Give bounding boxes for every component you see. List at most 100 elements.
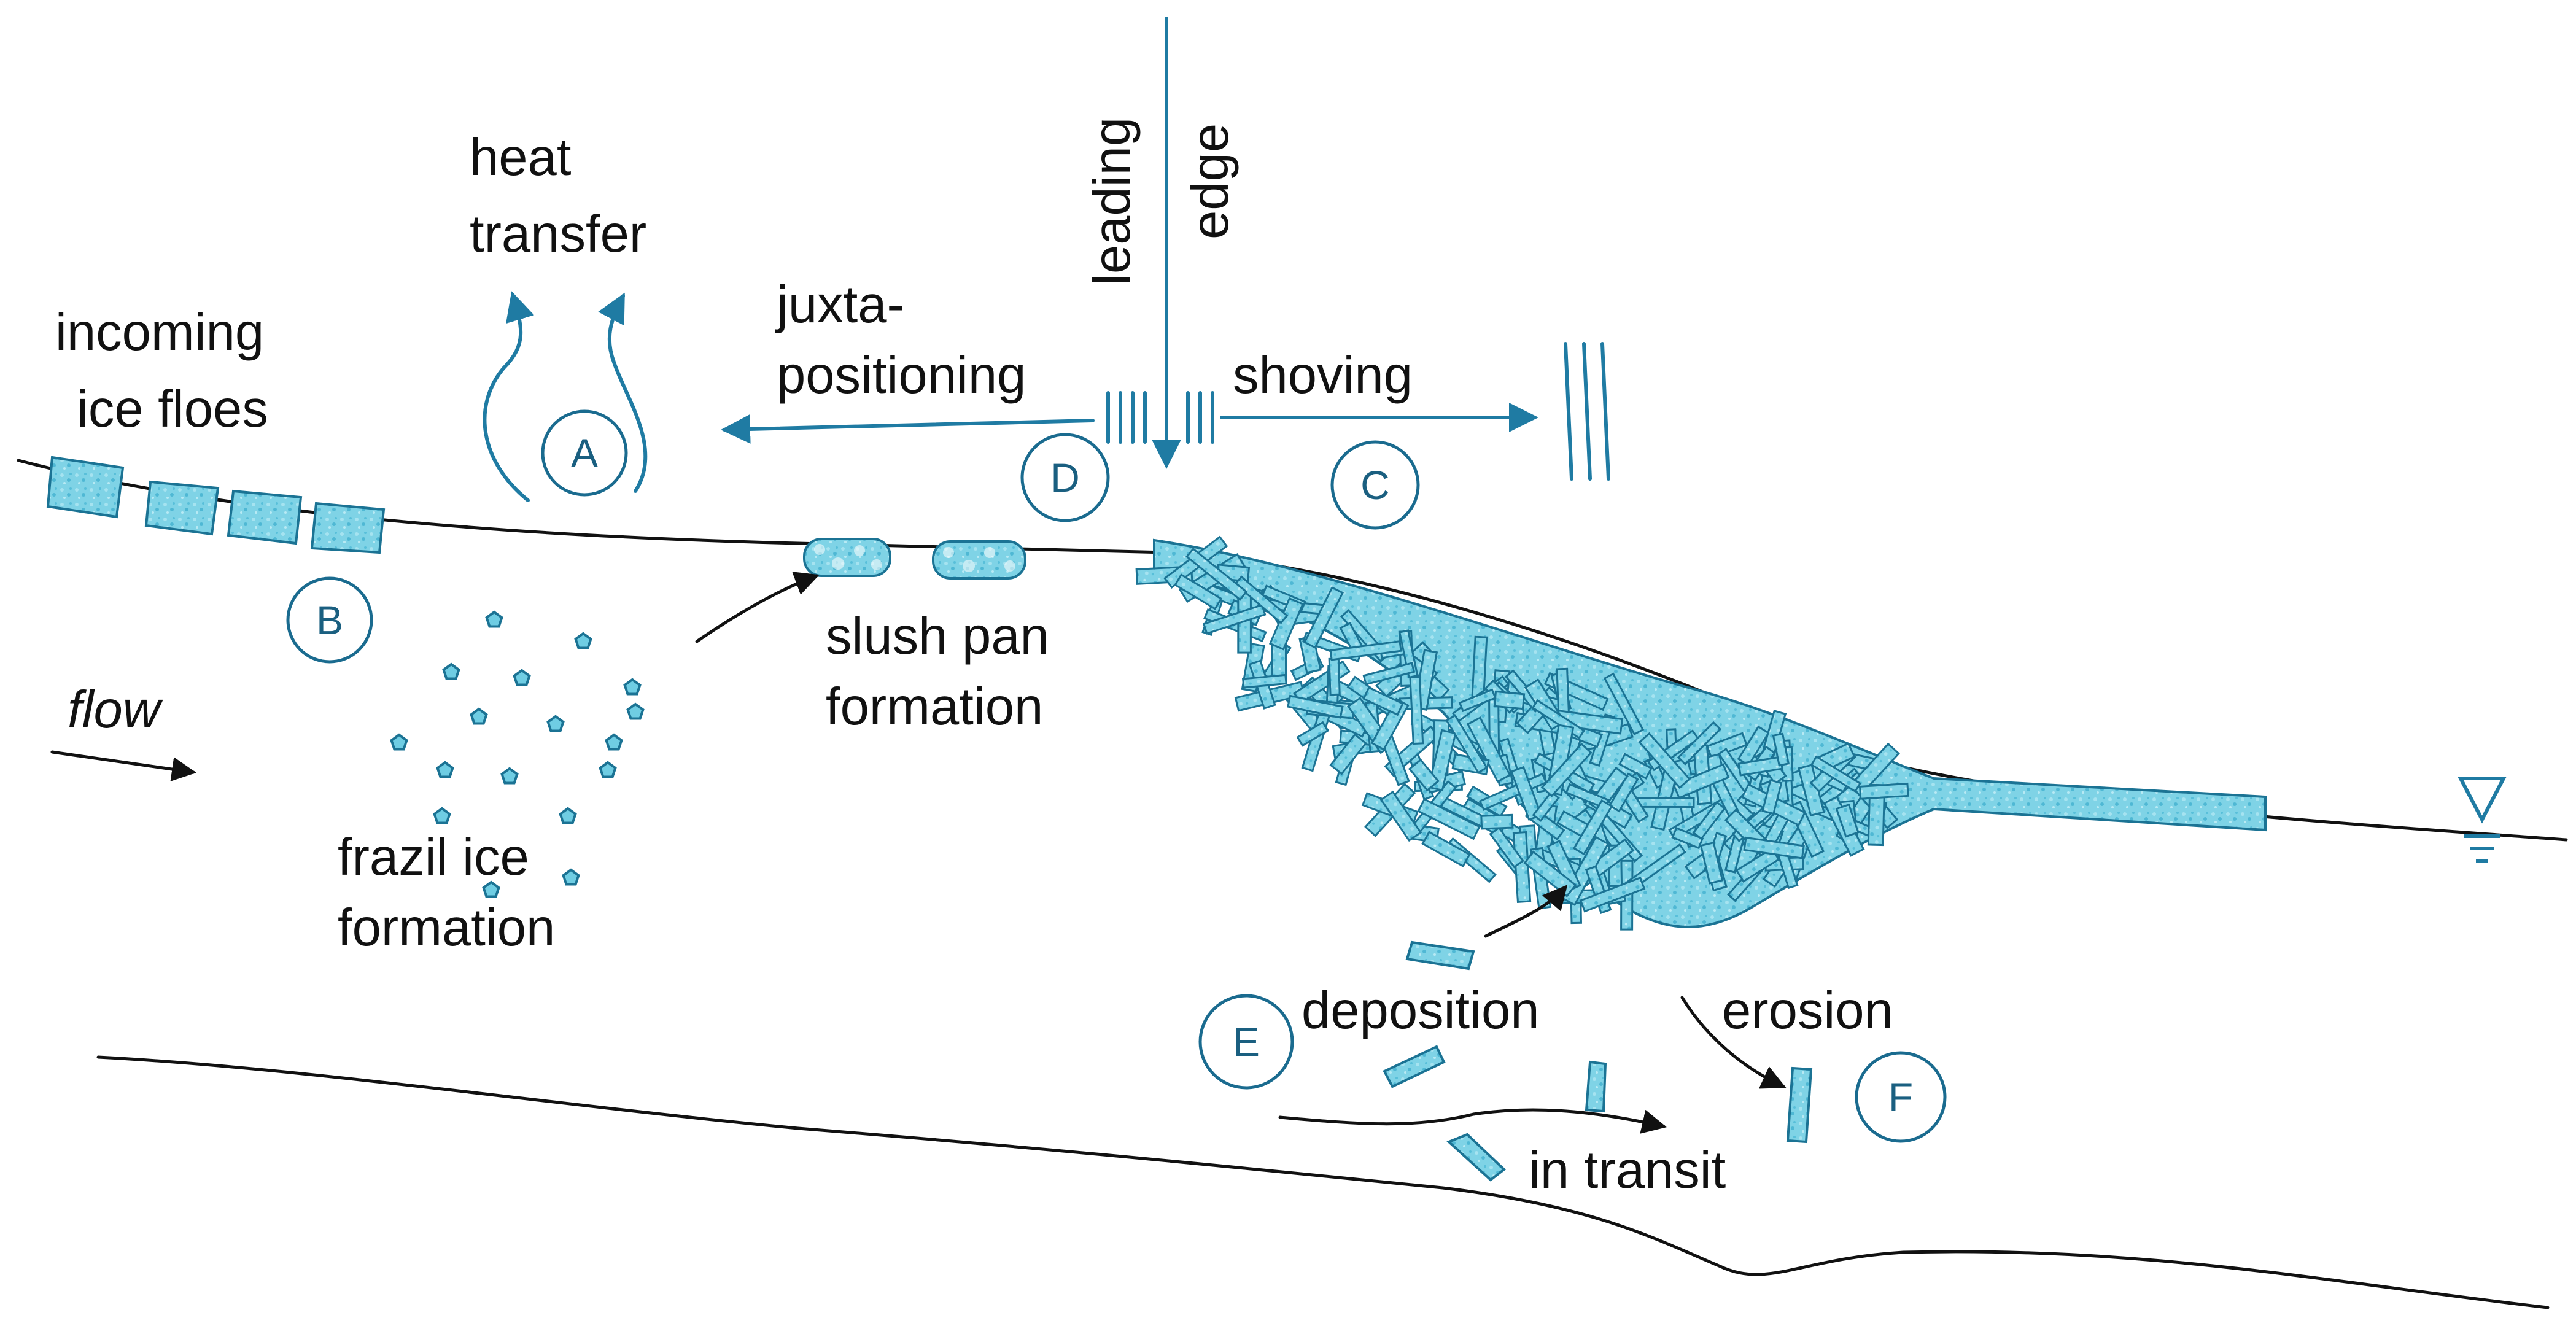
ice-jam-piece (1185, 547, 1248, 601)
water-level-icon (2458, 777, 2507, 863)
ice-jam-pieces (1135, 535, 1909, 931)
flow-arrow (50, 750, 196, 781)
shoving-ticks-near (1186, 391, 1214, 444)
juxta-label-1: juxta- (775, 276, 904, 334)
ice-jam-piece (1174, 573, 1223, 610)
slush-label-2: formation (826, 678, 1043, 736)
heat-transfer-label-2: transfer (470, 205, 646, 263)
marker-d-label: D (1050, 455, 1080, 500)
ice-jam-piece (1458, 688, 1497, 713)
ice-jam-piece (1572, 799, 1613, 856)
frazil-crystal (485, 610, 503, 628)
ice-jam-piece (1772, 732, 1790, 767)
ice-jam-piece (1287, 694, 1344, 719)
ice-jam-piece (1489, 826, 1524, 869)
frazil-label-1: frazil ice (338, 828, 529, 886)
frazil-crystal (513, 669, 531, 686)
ice-jam-piece (1303, 586, 1344, 649)
flow-label: flow (68, 681, 163, 739)
heat-transfer-label-1: heat (470, 128, 571, 187)
marker-b-label: B (316, 597, 343, 643)
leading-edge-label-1: leading (1083, 117, 1141, 285)
ice-jam-piece (1705, 732, 1748, 759)
frazil-crystal (433, 807, 451, 824)
frazil-crystal (442, 662, 460, 680)
frazil-crystal (623, 678, 642, 696)
ice-jam-piece (1603, 672, 1645, 736)
in-transit-label: in transit (1529, 1141, 1726, 1200)
erosion-label: erosion (1722, 982, 1893, 1040)
ice-jam-piece (1761, 779, 1783, 815)
marker-a-label: A (571, 430, 598, 476)
frazil-label-2: formation (338, 899, 555, 957)
marker-e-label: E (1233, 1019, 1260, 1064)
juxtapositioning-ticks (1106, 391, 1147, 444)
ice-jam-piece (1672, 763, 1730, 799)
juxtapositioning-arrow (721, 414, 1095, 444)
ice-jam-piece (1618, 753, 1653, 780)
ice-jam-piece (1608, 772, 1639, 813)
ice-jam-piece (1699, 841, 1724, 885)
ice-jam-piece (1296, 721, 1329, 747)
frazil-crystal (546, 715, 565, 732)
ice-jam-piece (1362, 686, 1404, 716)
incoming-ice-floes (46, 456, 386, 554)
frazil-crystals (390, 610, 645, 898)
ice-jam-piece (1671, 826, 1704, 850)
marker-b: B (286, 576, 373, 664)
marker-c-label: C (1360, 462, 1390, 508)
ice-jam-piece (1421, 831, 1471, 867)
heat-transfer-arrows (483, 291, 648, 502)
shoving-label: shoving (1233, 346, 1413, 405)
ice-jam-piece (1417, 797, 1481, 840)
ice-jam-piece (1466, 716, 1511, 783)
ice-jam-piece (1579, 876, 1646, 913)
frazil-crystal (436, 761, 454, 778)
incoming-label-2: ice floes (77, 380, 268, 438)
frazil-crystal (482, 880, 500, 898)
ice-jam-piece (1329, 733, 1367, 775)
ice-jam-piece (1858, 782, 1909, 800)
in-transit-arrow (1278, 1108, 1667, 1134)
frazil-crystal (626, 702, 645, 720)
marker-d: D (1020, 433, 1110, 522)
ice-jam-piece (1202, 603, 1267, 635)
marker-a: A (541, 409, 628, 497)
ice-jam-piece (1743, 836, 1805, 859)
ice-jam-piece (1677, 721, 1722, 766)
slush-pans (803, 538, 1026, 580)
frazil-crystal (470, 707, 488, 725)
ice-jam-piece (1328, 657, 1341, 696)
ice-jam-piece (1692, 801, 1726, 840)
frazil-crystal (574, 632, 592, 649)
ice-jam-piece (1408, 758, 1440, 792)
ice-jam-piece (1810, 755, 1861, 793)
slush-label-1: slush pan (826, 607, 1049, 665)
ice-jam-piece (1362, 662, 1416, 686)
frazil-crystal (599, 761, 617, 778)
ice-jam-piece (1241, 673, 1287, 689)
transit-ice-pieces (1383, 940, 1813, 1182)
marker-c: C (1330, 440, 1420, 530)
incoming-label-1: incoming (55, 303, 264, 362)
water-surface-line (17, 459, 2568, 842)
juxta-label-2: positioning (777, 346, 1026, 405)
leading-edge-label-2: edge (1181, 123, 1240, 239)
ice-jam-piece (1427, 729, 1457, 792)
ice-jam-piece (1493, 690, 1526, 710)
frazil-crystal (500, 767, 519, 785)
deposition-label: deposition (1302, 982, 1540, 1040)
ice-jam-piece (1379, 790, 1422, 842)
ice-jam-piece (1540, 742, 1593, 797)
frazil-crystal (562, 868, 580, 886)
river-bed-line (96, 1055, 2550, 1309)
ice-jam-piece (1445, 714, 1488, 774)
deposition-arrow (1484, 885, 1568, 938)
frazil-crystal (605, 733, 623, 751)
marker-f: F (1855, 1051, 1947, 1143)
shoving-ticks-far (1564, 342, 1610, 481)
marker-e: E (1198, 994, 1294, 1090)
ice-jam-piece (1234, 575, 1289, 624)
ice-jam-piece (1409, 675, 1424, 745)
marker-f-label: F (1888, 1074, 1913, 1120)
